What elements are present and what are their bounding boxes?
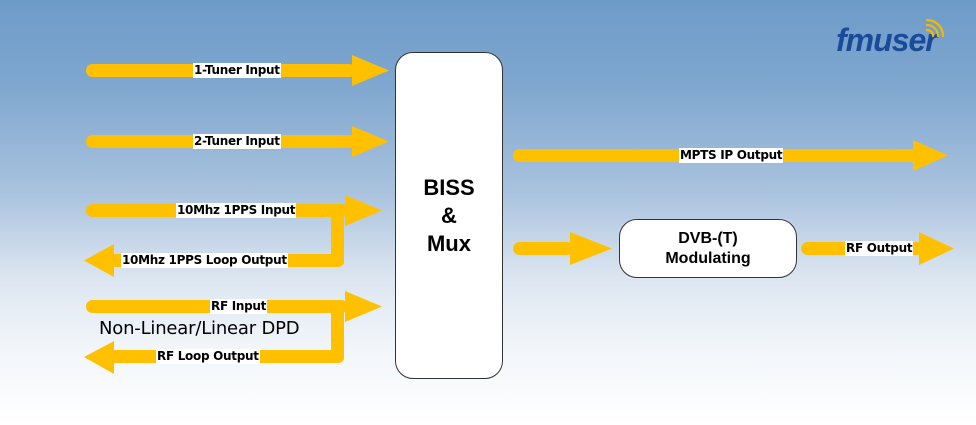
mux-line-2: & [441,202,457,228]
label-10mhz-loop-output: 10Mhz 1PPS Loop Output [121,253,288,268]
mux-line-3: Mux [426,230,471,256]
label-rf-output: RF Output [845,241,914,256]
wireless-signal-icon [925,18,945,38]
fmuser-logo: fmuser [836,22,938,58]
biss-mux-block: BISS & Mux [395,52,503,379]
dvb-t-modulator-block: DVB-(T) Modulating [619,219,797,278]
label-mpts-ip-output: MPTS IP Output [679,148,784,163]
label-10mhz-input: 10Mhz 1PPS Input [176,203,297,218]
label-1-tuner-input: 1-Tuner Input [193,63,281,78]
arrow-mux-to-modulator [513,232,612,265]
modulator-line-2: Modulating [665,249,751,267]
label-rf-input: RF Input [210,299,268,314]
mux-line-1: BISS [423,174,475,200]
modulator-line-1: DVB-(T) [678,229,738,247]
label-rf-loop-output: RF Loop Output [156,349,260,364]
dpd-caption: Non-Linear/Linear DPD [99,318,300,339]
label-2-tuner-input: 2-Tuner Input [193,134,281,149]
